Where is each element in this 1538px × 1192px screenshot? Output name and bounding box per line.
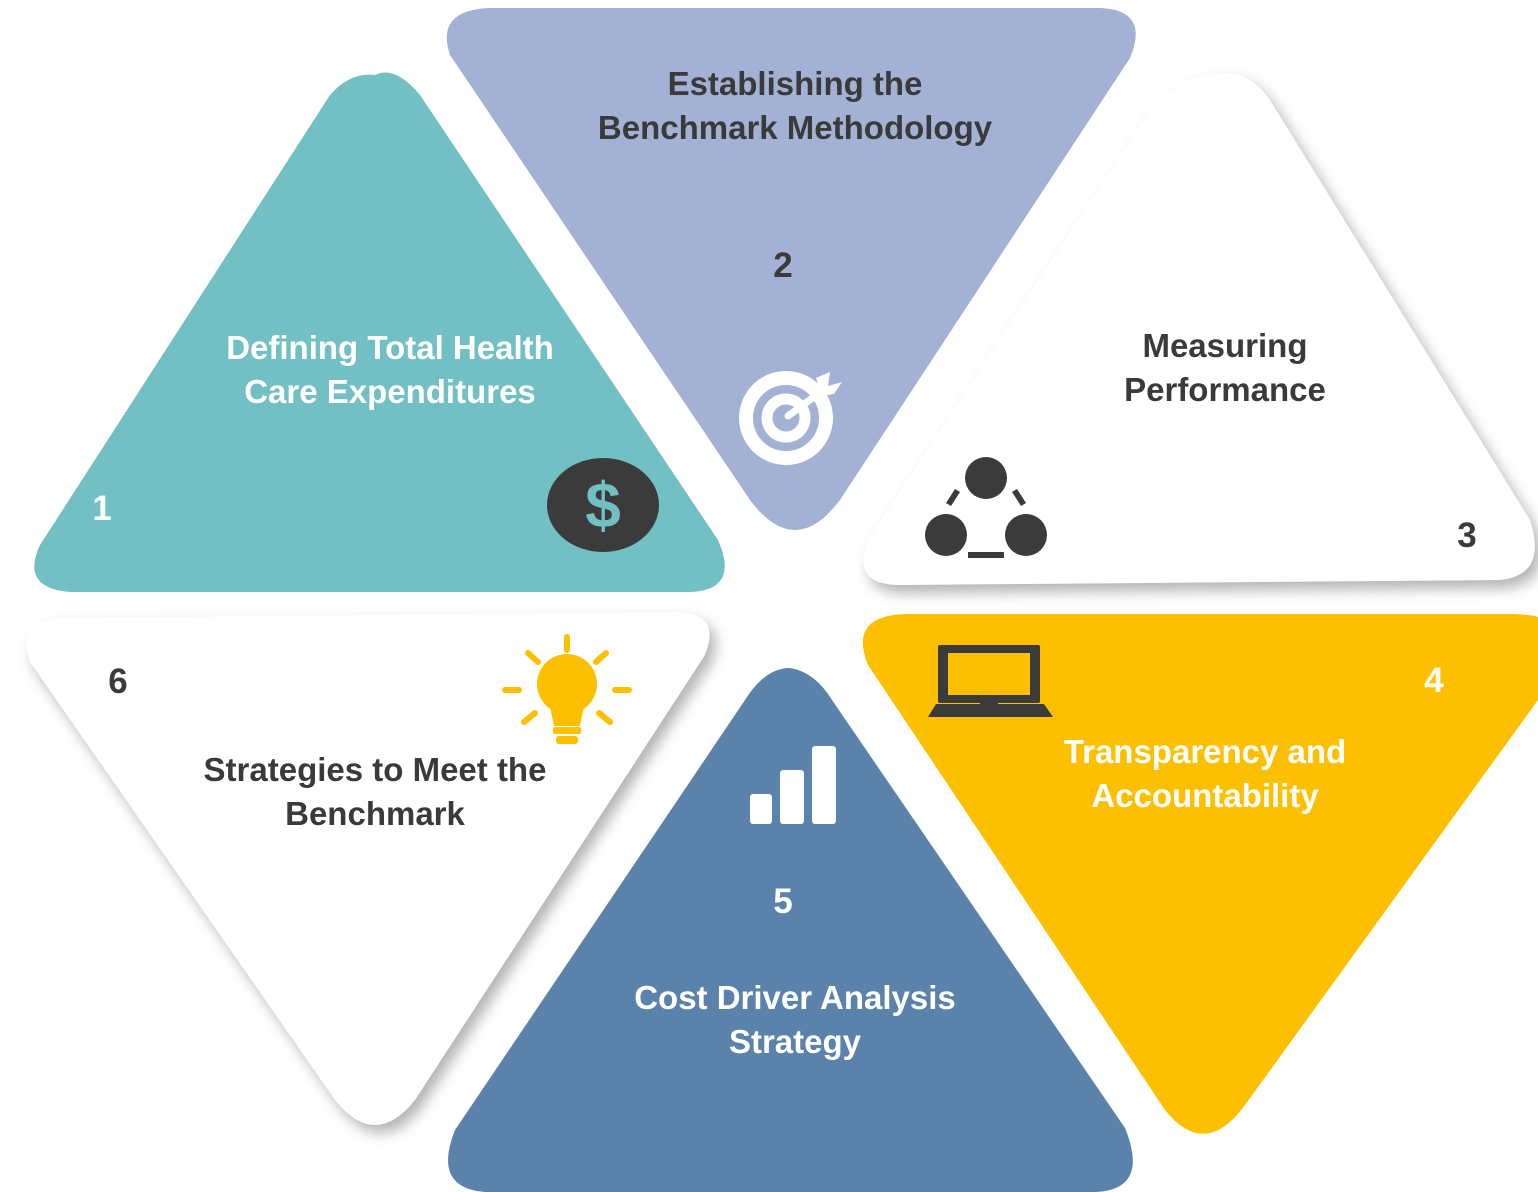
segment-1-title-line-2: Care Expenditures <box>244 373 536 410</box>
segment-3-title: Measuring Performance <box>1030 324 1420 412</box>
segment-4-title-line-2: Accountability <box>1091 777 1319 814</box>
segment-3-title-line-1: Measuring <box>1142 327 1308 364</box>
segment-2-title: Establishing the Benchmark Methodology <box>535 62 1055 150</box>
segment-2-title-line-1: Establishing the <box>667 65 923 102</box>
segment-3-triangle <box>863 72 1535 586</box>
segment-5-title: Cost Driver Analysis Strategy <box>575 976 1015 1064</box>
segment-3-title-line-2: Performance <box>1124 371 1326 408</box>
segment-5-title-line-2: Strategy <box>728 1023 862 1060</box>
segment-3-number: 3 <box>1457 516 1477 555</box>
segment-1-number: 1 <box>92 489 112 528</box>
segment-1-title-line-1: Defining Total Health <box>226 329 554 366</box>
svg-text:$: $ <box>585 469 621 541</box>
segment-6-number: 6 <box>108 662 128 701</box>
bar-chart-icon <box>750 746 836 824</box>
segment-1-triangle <box>34 72 725 592</box>
cycle-nodes-icon <box>925 457 1047 558</box>
segment-5-title-line-1: Cost Driver Analysis <box>634 979 956 1016</box>
segment-6-title-line-1: Strategies to Meet the <box>203 751 547 788</box>
segment-6-triangle <box>26 612 710 1125</box>
segment-4-title: Transparency and Accountability <box>990 730 1420 818</box>
segment-6-title-line-2: Benchmark <box>285 795 465 832</box>
segment-4-title-line-1: Transparency and <box>1063 733 1347 770</box>
segment-1-title: Defining Total Health Care Expenditures <box>150 326 630 414</box>
target-icon <box>739 371 842 465</box>
segment-5-number: 5 <box>773 882 793 921</box>
segment-6-title: Strategies to Meet the Benchmark <box>155 748 595 836</box>
lightbulb-icon <box>502 634 632 744</box>
segment-5-triangle <box>448 668 1133 1192</box>
dollar-coin-icon: $ <box>547 458 659 552</box>
segment-2-title-line-2: Benchmark Methodology <box>597 109 993 146</box>
segment-2-triangle <box>446 8 1136 530</box>
laptop-icon <box>928 645 1053 717</box>
segment-4-number: 4 <box>1424 661 1444 700</box>
segment-2-number: 2 <box>773 246 793 285</box>
segment-4-triangle <box>862 614 1538 1134</box>
